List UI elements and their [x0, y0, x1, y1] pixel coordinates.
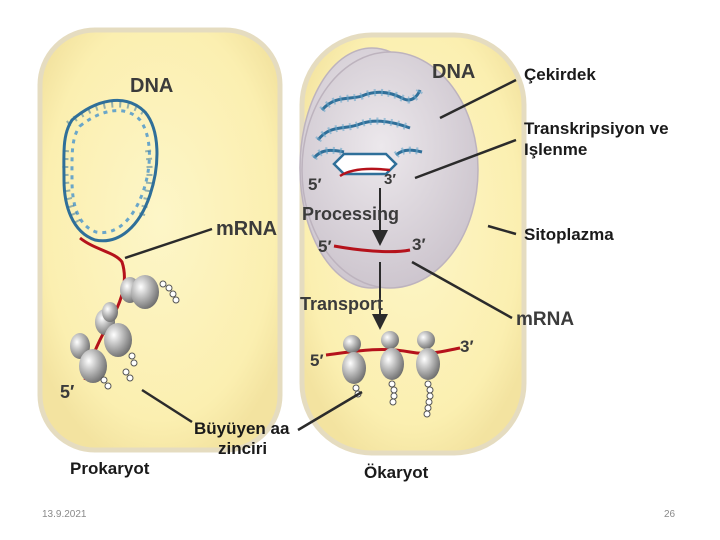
prokaryote-caption: Prokaryot	[70, 459, 150, 478]
pointer-chain-prokaryote	[141, 388, 193, 424]
transcription-label-line2: Işlenme	[524, 140, 587, 159]
prokaryote-dna-label: DNA	[130, 75, 173, 97]
pointer-cytoplasm	[487, 224, 517, 236]
prokaryote-cell: DNA mRNA 5′	[37, 27, 283, 453]
three-prime-top-label: 3′	[384, 171, 396, 188]
eukaryote-dna-helix	[311, 88, 424, 161]
three-prime-mid-label: 3′	[412, 235, 426, 254]
eukaryote-dna-label: DNA	[432, 61, 475, 83]
chain-label-line2: zinciri	[218, 439, 267, 458]
prokaryote-five-prime-label: 5′	[60, 382, 74, 402]
pointer-mrna-eukaryote	[411, 260, 513, 320]
pointer-transcription	[414, 138, 517, 180]
five-prime-mid-label: 5′	[318, 237, 332, 256]
transport-label: Transport	[300, 294, 383, 314]
transcription-bubble	[332, 152, 398, 178]
prokaryote-ribosome	[120, 275, 180, 309]
cytoplasm-label: Sitoplazma	[524, 225, 614, 244]
eukaryote-ribosome	[416, 331, 440, 418]
three-prime-bottom-label: 3′	[460, 337, 474, 356]
processed-mrna-strand	[333, 244, 411, 254]
eukaryote-cell: DNA 5′ 3′ Processing 5′ 3′ Transport 5′ …	[297, 32, 527, 456]
eukaryote-mrna-label: mRNA	[516, 309, 574, 330]
pointer-nucleus	[439, 78, 517, 120]
prokaryote-dna-helix	[62, 98, 159, 243]
eukaryote-ribosome	[380, 331, 404, 406]
prokaryote-cell-body	[37, 27, 283, 453]
footer-page-number: 26	[664, 509, 676, 520]
prokaryote-ribosome	[70, 333, 112, 390]
five-prime-bottom-label: 5′	[310, 351, 324, 370]
five-prime-top-label: 5′	[308, 175, 322, 194]
chain-label-line1: Büyüyen aa	[194, 419, 290, 438]
pointer-chain-eukaryote	[297, 390, 363, 432]
processing-label: Processing	[302, 204, 399, 224]
eukaryote-caption: Ökaryot	[364, 463, 429, 482]
prokaryote-ribosome	[102, 302, 134, 382]
pointer-mrna-prokaryote	[124, 227, 213, 260]
transcription-label-line1: Transkripsiyon ve	[524, 119, 669, 138]
nucleus-label: Çekirdek	[524, 65, 596, 84]
footer-date: 13.9.2021	[42, 509, 87, 520]
cytoplasm-mrna-strand	[325, 346, 461, 357]
eukaryote-ribosome	[342, 335, 366, 398]
prokaryote-mrna-label: mRNA	[216, 218, 277, 240]
